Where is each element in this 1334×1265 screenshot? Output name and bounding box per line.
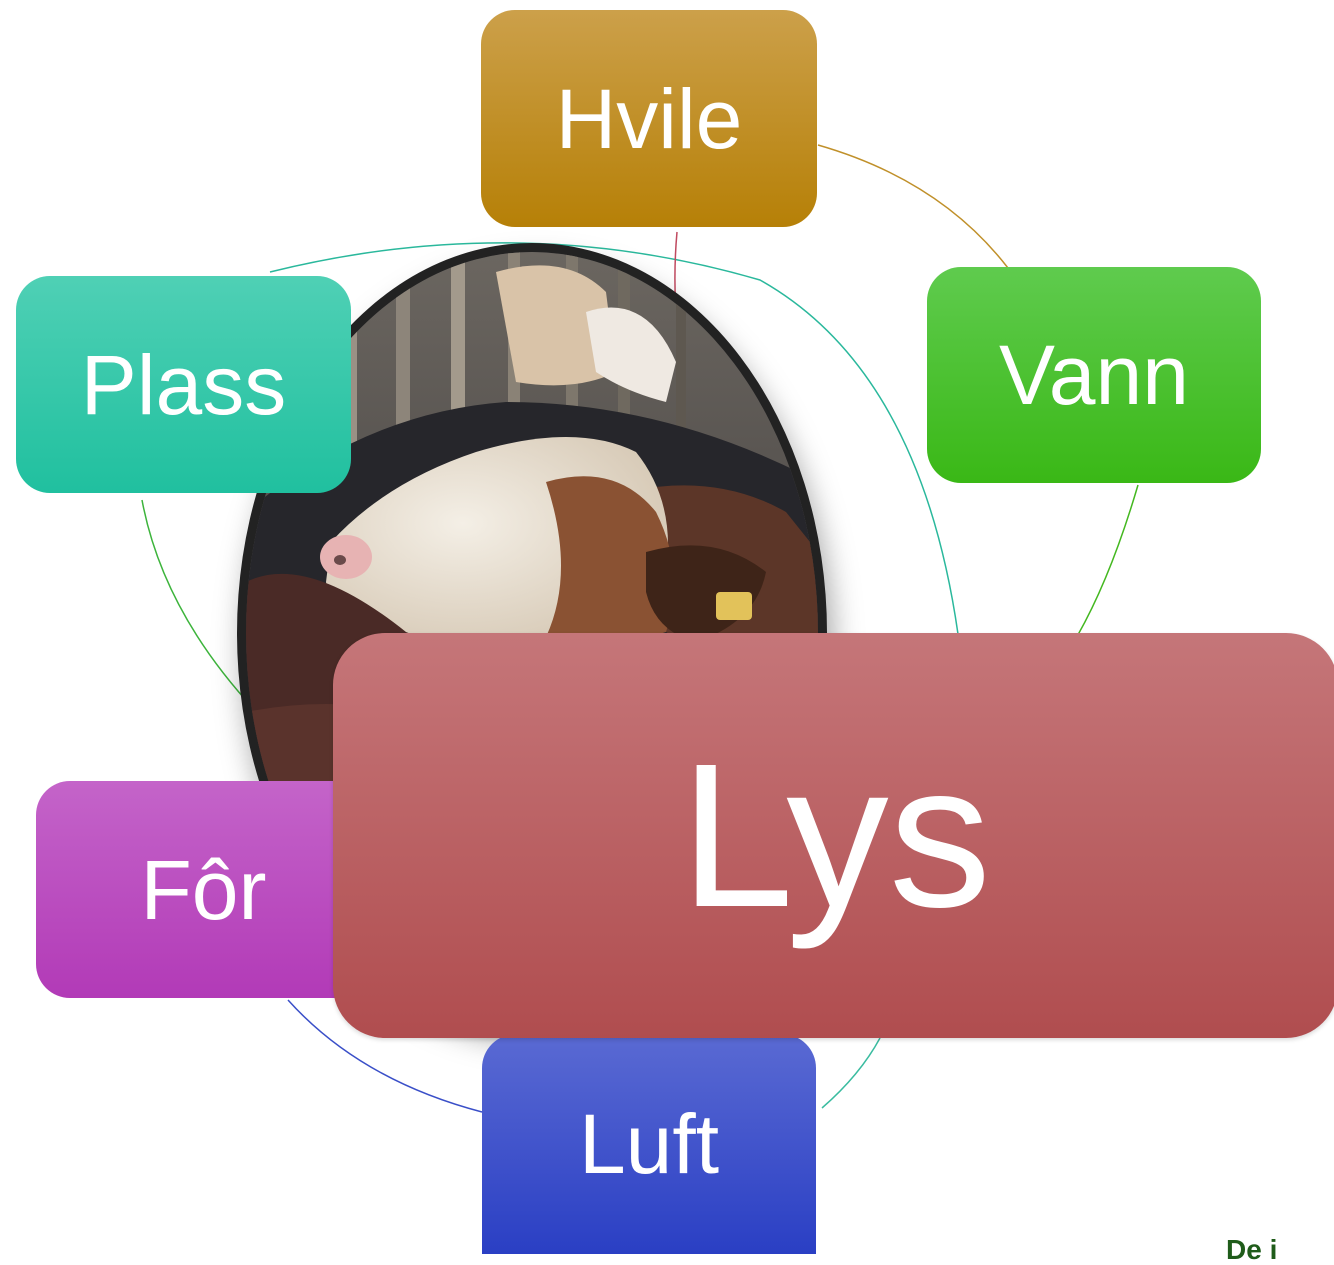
node-luft-label: Luft [578,1097,720,1191]
connector-hvile-vann [817,144,1009,269]
node-vann-label: Vann [999,328,1189,422]
node-plass[interactable]: Plass [16,276,351,493]
node-plass-label: Plass [80,337,287,432]
connector-luft-for [287,999,483,1113]
connector-lys-luft [821,1037,881,1109]
node-for[interactable]: Fôr [36,781,371,998]
node-lys[interactable]: Lys [333,633,1334,1038]
node-hvile[interactable]: Hvile [481,10,817,227]
connector-vann-lys [1074,484,1139,641]
node-lys-label: Lys [679,721,992,950]
corner-text: De i [1226,1234,1278,1265]
node-for-label: Fôr [140,842,267,937]
node-vann[interactable]: Vann [927,267,1261,483]
node-hvile-label: Hvile [555,71,743,166]
node-luft[interactable]: Luft [482,1034,816,1254]
